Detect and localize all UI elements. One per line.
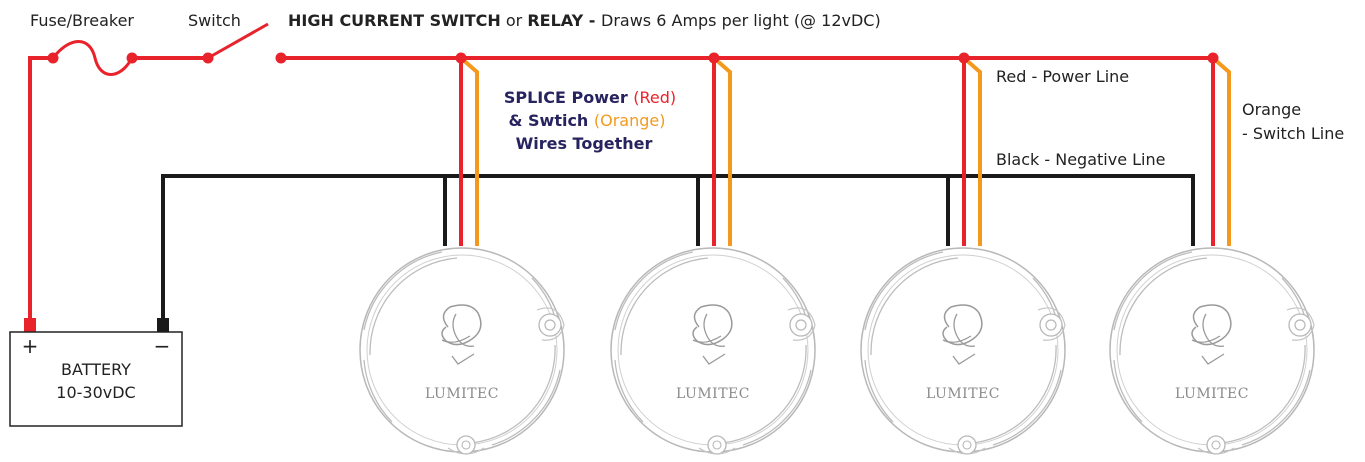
- splice-orange-text: (Orange): [594, 111, 666, 130]
- splice-line-1: SPLICE Power (Red): [504, 88, 676, 107]
- battery-label: BATTERY: [61, 360, 131, 379]
- light-brand-1: LUMITEC: [425, 386, 499, 402]
- switch-line-drop-2: [712, 56, 732, 246]
- header-text: HIGH CURRENT SWITCH or RELAY - Draws 6 A…: [288, 11, 881, 30]
- header-relay: RELAY -: [527, 11, 601, 30]
- fuse-breaker-label: Fuse/Breaker: [30, 11, 134, 30]
- splice-line-2: & Swtich (Orange): [508, 111, 665, 130]
- red-power-line-label: Red - Power Line: [996, 67, 1129, 86]
- splice-red-text: (Red): [633, 88, 676, 107]
- battery-positive-wire: [28, 56, 53, 322]
- negative-bus-wire: [161, 174, 1195, 322]
- switch-label: Switch: [188, 11, 241, 30]
- battery: + − BATTERY 10-30vDC: [9, 318, 183, 427]
- switch-line-drop-3: [962, 56, 982, 246]
- battery-positive-terminal: [24, 318, 36, 332]
- light-fixture-2: LUMITEC: [610, 247, 816, 455]
- switch-blade: [207, 22, 269, 60]
- splice-power-text: SPLICE Power: [504, 88, 633, 107]
- splice-line-3: Wires Together: [516, 134, 653, 153]
- battery-negative-terminal: [157, 318, 169, 332]
- battery-minus-sign: −: [154, 334, 171, 358]
- orange-label-line-1: Orange: [1242, 100, 1301, 119]
- battery-voltage: 10-30vDC: [56, 383, 135, 402]
- orange-label-line-2: - Switch Line: [1242, 124, 1344, 143]
- light-brand-2: LUMITEC: [676, 386, 750, 402]
- light-brand-4: LUMITEC: [1175, 386, 1249, 402]
- light-brand-3: LUMITEC: [926, 386, 1000, 402]
- junction-nodes: [47, 52, 1219, 64]
- light-fixture-3: LUMITEC: [860, 247, 1066, 455]
- header-high-current: HIGH CURRENT SWITCH: [288, 11, 501, 30]
- battery-body: [9, 331, 183, 427]
- header-or: or: [501, 11, 528, 30]
- fuse-symbol: [51, 40, 134, 76]
- header-draws: Draws 6 Amps per light (@ 12vDC): [601, 11, 881, 30]
- splice-switch-text: & Swtich: [508, 111, 593, 130]
- battery-plus-sign: +: [22, 334, 39, 358]
- light-fixture-1: LUMITEC: [359, 247, 565, 455]
- switch-line-drop-1: [459, 56, 479, 246]
- switch-line-drop-4: [1211, 56, 1231, 246]
- black-negative-line-label: Black - Negative Line: [996, 150, 1165, 169]
- light-fixture-4: LUMITEC: [1109, 247, 1315, 455]
